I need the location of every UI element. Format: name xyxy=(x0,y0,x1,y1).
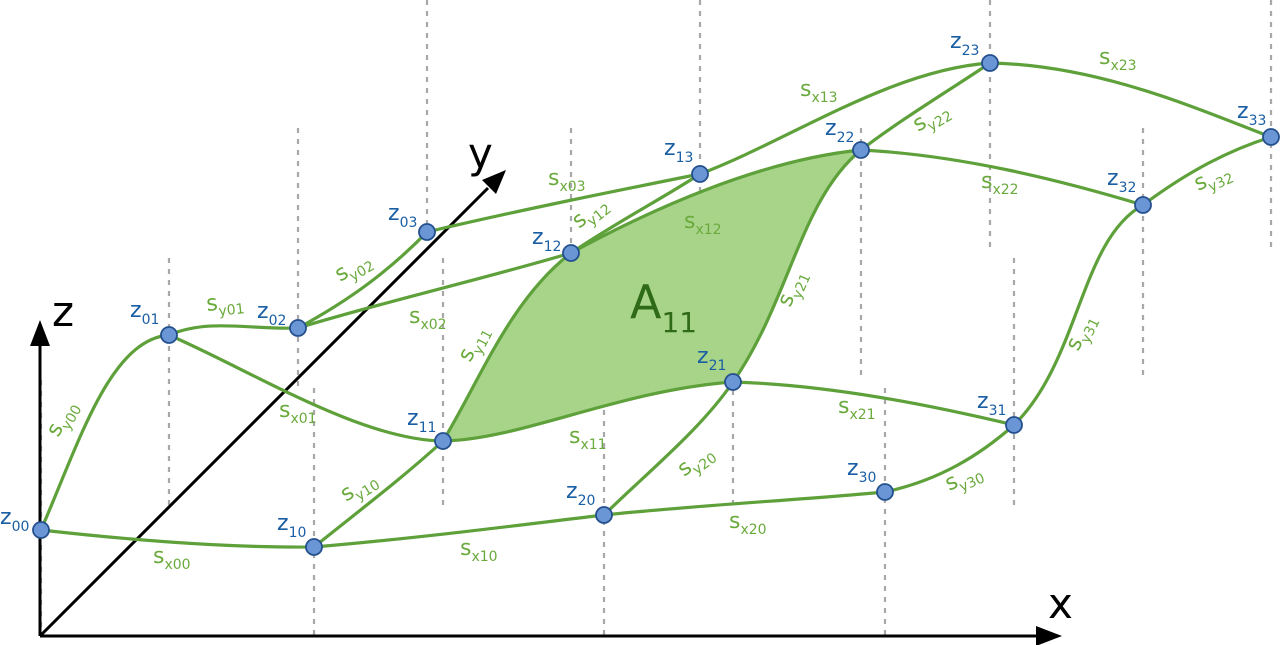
control-nodes xyxy=(32,54,1280,556)
node-z20 xyxy=(595,506,613,524)
node-label-z31: z31 xyxy=(977,389,1006,419)
curve-label-sx12: sx12 xyxy=(684,209,722,238)
node-z33 xyxy=(1262,128,1280,146)
node-z23 xyxy=(981,54,999,72)
node-label-z02: z02 xyxy=(257,299,286,329)
node-z22 xyxy=(852,141,870,159)
axes xyxy=(30,170,1062,645)
node-label-z32: z32 xyxy=(1107,166,1136,196)
curve-sx23 xyxy=(989,61,1272,139)
node-z01 xyxy=(160,326,178,344)
curve-label-sy22: sy22 xyxy=(909,97,956,141)
curve-sy11 xyxy=(441,251,572,442)
curve-sy32 xyxy=(1142,135,1272,207)
curve-label-sy32: sy32 xyxy=(1190,158,1236,200)
curve-label-sy20: sy20 xyxy=(673,440,720,486)
curve-label-sx00: sx00 xyxy=(153,544,191,573)
node-z10 xyxy=(305,538,323,556)
node-z03 xyxy=(418,223,436,241)
curve-sy21 xyxy=(731,148,863,383)
curve-label-sx21: sx21 xyxy=(838,394,876,423)
spline-curves xyxy=(39,61,1272,549)
curve-label-sx20: sx20 xyxy=(729,509,767,538)
axis-label-x: x xyxy=(1048,579,1073,628)
curve-sx11 xyxy=(442,380,734,443)
curve-sx03 xyxy=(426,172,701,234)
curve-label-sx13: sx13 xyxy=(800,77,838,106)
curve-sy00 xyxy=(39,333,170,531)
node-z13 xyxy=(691,165,709,183)
node-label-z03: z03 xyxy=(388,201,417,231)
node-z31 xyxy=(1005,416,1023,434)
curve-label-sy02: sy02 xyxy=(331,247,378,291)
node-label-z20: z20 xyxy=(566,479,595,509)
y-axis xyxy=(38,186,490,638)
curve-label-sx22: sx22 xyxy=(981,169,1019,198)
curve-sy22 xyxy=(860,61,991,152)
curve-sx13 xyxy=(699,61,991,176)
node-z30 xyxy=(876,483,894,501)
node-label-z00: z00 xyxy=(0,505,29,535)
curve-sx00 xyxy=(40,528,315,549)
node-label-z10: z10 xyxy=(277,511,306,541)
axis-label-y: y xyxy=(468,129,493,178)
curve-label-sy10: sy10 xyxy=(336,466,383,511)
curve-label-sx11: sx11 xyxy=(569,424,607,453)
curve-label-sx02: sx02 xyxy=(409,304,447,333)
node-z12 xyxy=(562,244,580,262)
node-label-z21: z21 xyxy=(697,344,726,374)
patch-a11 xyxy=(443,150,861,441)
curve-label-sy01: sy01 xyxy=(205,288,245,321)
node-label-z13: z13 xyxy=(664,136,693,166)
curve-sy20 xyxy=(602,381,735,517)
curve-sy30 xyxy=(884,423,1016,494)
node-label-z01: z01 xyxy=(130,298,159,328)
curve-label-sx10: sx10 xyxy=(460,536,498,565)
y-axis-arrowhead xyxy=(482,170,506,194)
curve-sx10 xyxy=(313,513,605,549)
axis-label-z: z xyxy=(52,287,74,336)
curve-label-sy30: sy30 xyxy=(941,458,987,500)
node-label-z23: z23 xyxy=(950,29,979,59)
node-label-z30: z30 xyxy=(847,456,876,486)
node-label-z11: z11 xyxy=(407,406,436,436)
patch-label-subscript: 11 xyxy=(661,306,697,339)
node-z11 xyxy=(434,432,452,450)
node-z32 xyxy=(1134,196,1152,214)
node-label-z22: z22 xyxy=(825,116,854,146)
curve-sx12 xyxy=(570,148,862,255)
patch-label-letter: A xyxy=(630,275,662,329)
node-label-z33: z33 xyxy=(1237,99,1266,129)
z-axis-arrowhead xyxy=(30,320,50,346)
node-z00 xyxy=(32,521,50,539)
curve-sy01 xyxy=(168,324,299,337)
curve-label-sx01: sx01 xyxy=(279,398,317,427)
node-label-z12: z12 xyxy=(532,225,561,255)
curve-sy12 xyxy=(570,172,701,255)
curve-sy10 xyxy=(312,439,445,549)
curve-sx22 xyxy=(860,148,1144,207)
curve-sy31 xyxy=(1012,203,1144,427)
curve-sx20 xyxy=(603,490,886,517)
curve-sx02 xyxy=(297,251,572,330)
x-axis-arrowhead xyxy=(1036,626,1062,645)
node-z02 xyxy=(289,319,307,337)
curve-label-sx23: sx23 xyxy=(1099,45,1137,74)
patch-label: A11 xyxy=(630,275,697,339)
node-z21 xyxy=(724,373,742,391)
curve-sx01 xyxy=(168,333,444,443)
curve-label-sx03: sx03 xyxy=(548,166,586,195)
curve-sx21 xyxy=(732,380,1015,427)
curve-sy02 xyxy=(297,230,429,330)
